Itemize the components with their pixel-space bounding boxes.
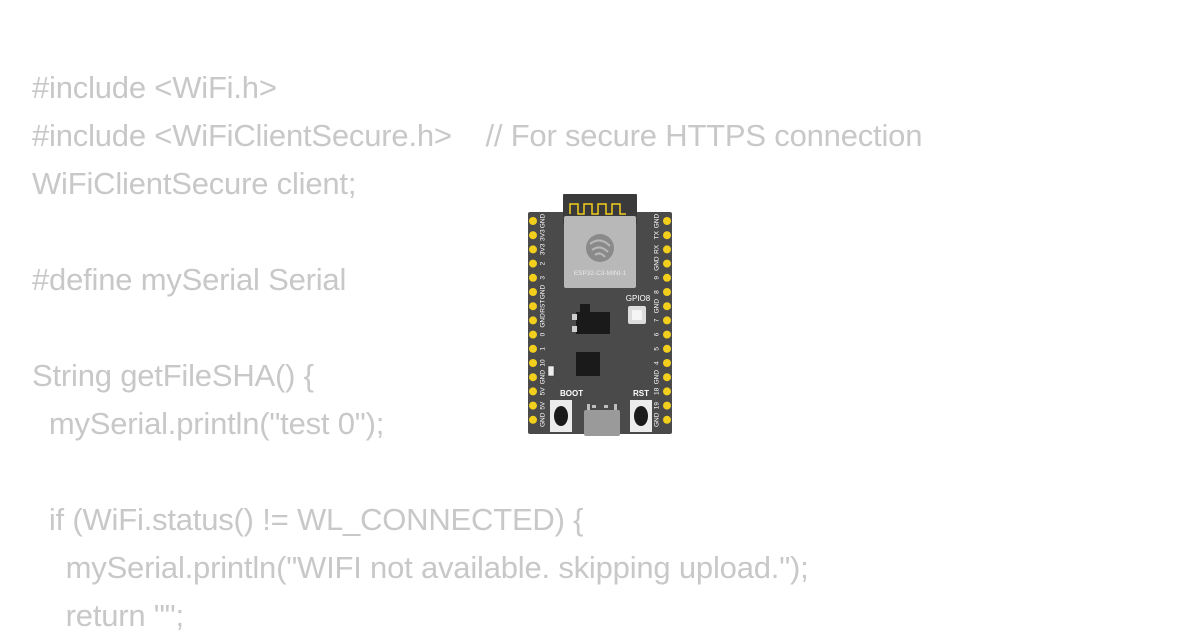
- left-pin[interactable]: [529, 330, 537, 339]
- left-pin-label: 3V3: [540, 229, 547, 241]
- code-line: WiFiClientSecure client;: [32, 166, 357, 201]
- left-pin[interactable]: [529, 415, 537, 424]
- right-pin[interactable]: [663, 288, 671, 296]
- left-pin-label: 3V3: [540, 243, 547, 255]
- right-pin-label: 6: [654, 332, 661, 336]
- left-pin[interactable]: [529, 259, 537, 268]
- code-line: #include <WiFi.h>: [32, 70, 277, 105]
- left-pin[interactable]: [529, 231, 537, 240]
- left-pin-label: 1: [540, 347, 547, 351]
- left-pin[interactable]: [529, 302, 537, 311]
- left-pin-label: 3: [540, 276, 547, 280]
- right-pin[interactable]: [663, 373, 671, 382]
- right-pin-label: GND: [654, 412, 661, 427]
- usb-bridge-chip: [576, 352, 600, 376]
- right-pin[interactable]: [663, 344, 671, 353]
- left-pin[interactable]: [529, 245, 537, 254]
- right-pin-label: 5: [654, 347, 661, 351]
- right-pin-label: 19: [654, 402, 661, 410]
- module-label: ESP32-C3-MINI-1: [574, 270, 627, 277]
- code-line: [32, 304, 922, 352]
- left-pin[interactable]: [529, 373, 537, 382]
- usb-connector[interactable]: [584, 404, 620, 436]
- code-line: #define mySerial Serial: [32, 262, 347, 297]
- left-pin-label: 2: [540, 261, 547, 265]
- right-pin-label: GND: [654, 299, 661, 314]
- esp32-c3-devkit-board[interactable]: ESP32-C3-MINI-1 GPIO8 BOOT RST: [526, 192, 674, 436]
- left-pin[interactable]: [529, 387, 537, 396]
- right-pin-label: GND: [654, 213, 661, 228]
- led-label: GPIO8: [626, 294, 651, 303]
- right-pin[interactable]: [663, 359, 671, 367]
- regulator-pin: [572, 314, 577, 320]
- left-pin[interactable]: [529, 273, 537, 282]
- code-line: mySerial.println("WIFI not available. sk…: [32, 550, 809, 585]
- right-pin[interactable]: [663, 387, 671, 396]
- boot-button[interactable]: [550, 400, 572, 432]
- left-pin-label: 5V: [540, 387, 547, 396]
- rgb-led-lens: [632, 310, 642, 320]
- right-pin[interactable]: [663, 245, 671, 254]
- code-line: [32, 448, 922, 496]
- right-pin-label: 8: [654, 290, 661, 294]
- right-pin[interactable]: [663, 330, 671, 339]
- code-line: String getFileSHA() {: [32, 358, 314, 393]
- board-diagram: ESP32-C3-MINI-1 GPIO8 BOOT RST: [528, 194, 672, 436]
- left-pin-label: 10: [540, 359, 547, 367]
- right-pin-label: 4: [654, 361, 661, 365]
- regulator-pin: [572, 326, 577, 332]
- code-line: if (WiFi.status() != WL_CONNECTED) {: [32, 502, 584, 537]
- right-pin[interactable]: [663, 302, 671, 311]
- right-pin-label: GND: [654, 370, 661, 385]
- left-pin-label: GND: [540, 370, 547, 385]
- code-line: mySerial.println("test 0");: [32, 406, 385, 441]
- boot-label: BOOT: [560, 389, 583, 398]
- code-editor: #include <WiFi.h> #include <WiFiClientSec…: [32, 64, 922, 630]
- right-pin-label: 9: [654, 276, 661, 280]
- right-pin-label: GND: [654, 256, 661, 271]
- left-pin-label: GND: [540, 284, 547, 299]
- left-pin[interactable]: [529, 401, 537, 410]
- reset-button[interactable]: [630, 400, 652, 432]
- left-pin-label: GND: [540, 313, 547, 328]
- right-pin[interactable]: [663, 231, 671, 240]
- left-pin[interactable]: [529, 217, 537, 225]
- code-line: [32, 208, 922, 256]
- left-pin[interactable]: [529, 344, 537, 353]
- code-line: #include <WiFiClientSecure.h> // For sec…: [32, 118, 923, 153]
- right-pin[interactable]: [663, 217, 671, 225]
- right-pin-label: 18: [654, 387, 661, 395]
- left-pin[interactable]: [529, 359, 537, 367]
- left-pin[interactable]: [529, 316, 537, 325]
- right-pin-label: RX: [654, 244, 661, 254]
- right-pin-label: 7: [654, 318, 661, 322]
- left-pin-label: 5V: [540, 401, 547, 410]
- code-line: return "";: [32, 598, 184, 630]
- left-pin[interactable]: [529, 288, 537, 296]
- right-pin[interactable]: [663, 401, 671, 410]
- smd-component: [547, 365, 555, 377]
- voltage-regulator: [576, 312, 610, 334]
- right-pin[interactable]: [663, 259, 671, 268]
- left-pin-label: GND: [540, 412, 547, 427]
- right-pin[interactable]: [663, 415, 671, 424]
- regulator-tab: [580, 304, 590, 312]
- antenna-trace: [569, 203, 626, 215]
- right-pin[interactable]: [663, 273, 671, 282]
- left-pin-label: RST: [540, 300, 547, 313]
- espressif-logo-icon: [586, 234, 614, 262]
- left-pin-label: GND: [540, 213, 547, 228]
- right-pin-label: TX: [654, 230, 661, 239]
- right-pin[interactable]: [663, 316, 671, 325]
- reset-label: RST: [633, 389, 649, 398]
- left-pin-label: 0: [540, 332, 547, 336]
